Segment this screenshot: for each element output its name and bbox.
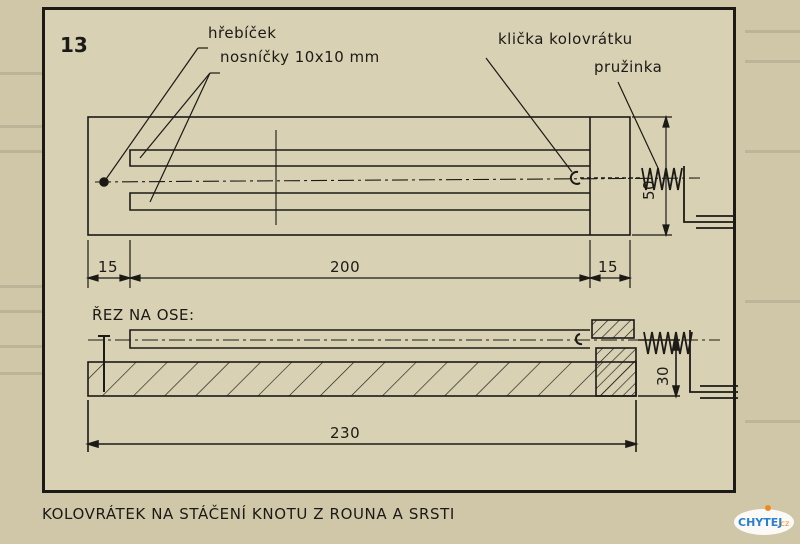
section-board bbox=[87, 361, 637, 397]
section-view bbox=[85, 319, 738, 452]
svg-text:.cz: .cz bbox=[778, 519, 789, 528]
figure-caption: KOLOVRÁTEK NA STÁČENÍ KNOTU Z ROUNA A SR… bbox=[42, 505, 455, 523]
beam-upper bbox=[129, 149, 590, 167]
dim-height-top: 50 bbox=[640, 179, 658, 200]
section-crank-hook bbox=[574, 333, 583, 346]
spring-section bbox=[643, 331, 693, 355]
svg-text:CHYTEJ: CHYTEJ bbox=[738, 516, 782, 529]
beam-lower bbox=[129, 192, 590, 211]
chytej-logo: CHYTEJ .cz bbox=[734, 505, 794, 535]
base-board-top bbox=[87, 116, 631, 236]
section-top-block bbox=[591, 319, 635, 339]
crank-hook bbox=[569, 170, 581, 185]
leader-lines bbox=[103, 47, 659, 203]
label-nail: hřebíček bbox=[208, 24, 277, 42]
spring-top bbox=[641, 167, 683, 191]
dim-main-length: 200 bbox=[330, 258, 361, 276]
crank-handle-top bbox=[683, 166, 734, 229]
label-beams: nosníčky 10x10 mm bbox=[220, 48, 380, 66]
center-axis-top bbox=[94, 177, 701, 183]
top-dimensions bbox=[85, 114, 672, 288]
dim-total-length: 230 bbox=[330, 424, 361, 442]
section-beam bbox=[129, 329, 590, 349]
figure-number: 13 bbox=[60, 33, 88, 57]
section-right-block bbox=[595, 347, 637, 397]
crank-handle-section bbox=[689, 330, 738, 399]
dim-right-block: 15 bbox=[598, 258, 619, 276]
label-crank: klička kolovrátku bbox=[498, 30, 633, 48]
label-section: ŘEZ NA OSE: bbox=[92, 306, 195, 324]
dim-left-margin: 15 bbox=[98, 258, 119, 276]
dim-height-section: 30 bbox=[654, 365, 672, 386]
top-view bbox=[87, 116, 734, 236]
label-spring: pružinka bbox=[594, 58, 663, 76]
